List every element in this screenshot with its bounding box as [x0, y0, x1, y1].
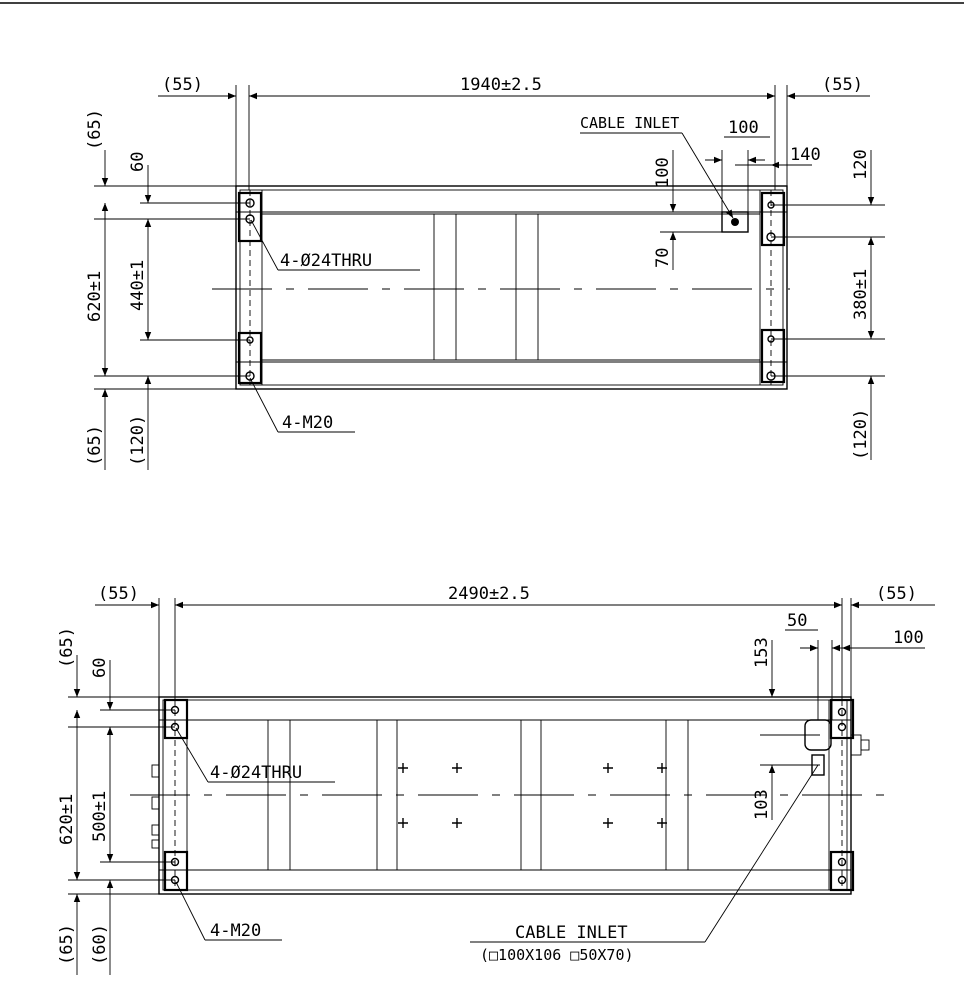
top-dim-left-bottom-65: (65) — [85, 425, 105, 466]
bottom-dim-left-margin: (55) — [98, 584, 139, 604]
top-bolt-label: 4-M20 — [282, 413, 333, 433]
top-cable-inlet-label: CABLE INLET — [580, 114, 679, 132]
top-hole-label: 4-Ø24THRU — [280, 251, 372, 271]
top-cross-member — [516, 214, 538, 360]
bottom-dim-50: 50 — [787, 611, 807, 631]
top-cross-member — [434, 214, 456, 360]
bottom-dim-left-bottom-65: (65) — [57, 924, 77, 965]
bottom-bolt-label: 4-M20 — [210, 921, 261, 941]
top-frame-outline — [236, 186, 787, 389]
bottom-dim-left-60: 60 — [90, 658, 110, 678]
bottom-dim-100: 100 — [893, 628, 924, 648]
top-dim-left-440: 440±1 — [128, 260, 148, 311]
bottom-dim-left-top-65: (65) — [57, 627, 77, 668]
top-dim-width: 1940±2.5 — [460, 75, 542, 95]
top-dim-right-margin: (55) — [822, 75, 863, 95]
bottom-view: (55) 2490±2.5 (55) 50 100 153 103 (65) 6… — [57, 584, 935, 975]
top-dim-right-380: 380±1 — [851, 269, 871, 320]
bottom-dim-left-bottom-60: (60) — [90, 924, 110, 965]
bottom-hole-label: 4-Ø24THRU — [210, 763, 302, 783]
bottom-dim-left-500: 500±1 — [90, 791, 110, 842]
top-view: (55) 1940±2.5 (55) CABLE INLET 100 140 (… — [85, 75, 885, 470]
top-dim-inlet-v100: 100 — [653, 157, 673, 188]
bottom-cable-inlet-sizes: (□100X106 □50X70) — [480, 946, 634, 964]
top-dim-right-bottom-120: (120) — [851, 409, 871, 460]
bottom-corner-plate — [165, 700, 187, 738]
top-dim-inlet-100: 100 — [728, 118, 759, 138]
top-dim-inlet-140: 140 — [790, 145, 821, 165]
top-dim-right-120: 120 — [851, 149, 871, 180]
bottom-dim-right-margin: (55) — [876, 584, 917, 604]
top-dim-left-620: 620±1 — [85, 271, 105, 322]
top-dim-left-top-65: (65) — [85, 109, 105, 150]
bottom-dim-width: 2490±2.5 — [448, 584, 530, 604]
top-dim-inlet-v70: 70 — [653, 248, 673, 268]
bottom-cable-inlet-label: CABLE INLET — [515, 923, 628, 943]
bottom-dim-153: 153 — [752, 637, 772, 668]
top-frame-inner — [240, 190, 783, 385]
top-dim-left-60: 60 — [128, 152, 148, 172]
bottom-dim-left-620: 620±1 — [57, 794, 77, 845]
bottom-dim-103: 103 — [752, 789, 772, 820]
bottom-corner-plate — [165, 852, 187, 890]
top-dim-left-bottom-120: (120) — [128, 415, 148, 466]
top-dim-left-margin: (55) — [162, 75, 203, 95]
